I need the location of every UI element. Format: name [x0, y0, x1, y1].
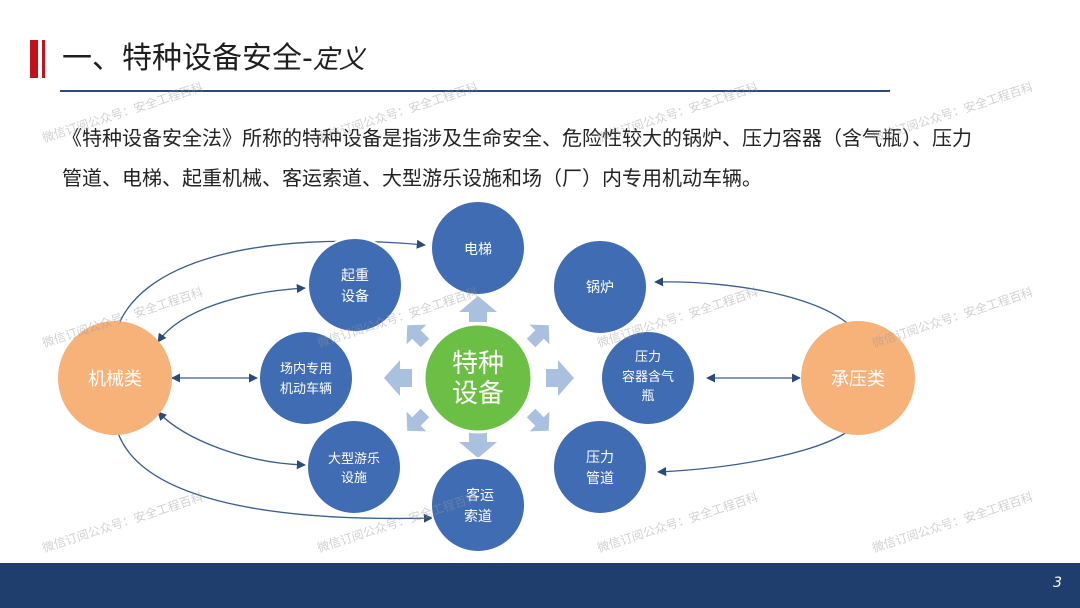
elevator-label: 电梯 [464, 242, 492, 258]
crane-label-2: 设备 [341, 288, 369, 305]
crane-node [307, 237, 403, 333]
ropeway-label-1: 客运 [466, 487, 494, 504]
definition-line-1: 《特种设备安全法》所称的特种设备是指涉及生命安全、危险性较大的锅炉、压力容器（含… [62, 126, 972, 150]
vessel-label-3: 瓶 [641, 389, 654, 404]
pipeline-node [552, 419, 648, 515]
radial-arrows [384, 296, 574, 458]
arrow-down [459, 430, 497, 458]
pipeline-label-2: 管道 [586, 471, 614, 487]
vessel-label-2: 容器含气 [622, 369, 674, 385]
link-mech-ropeway [112, 421, 433, 523]
ropeway-node [430, 457, 526, 553]
vessel-node [600, 330, 696, 426]
vehicle-label-1: 场内专用 [280, 361, 332, 377]
mechanical-label: 机械类 [88, 369, 142, 390]
pressure-node [801, 321, 915, 435]
vehicle-label-2: 机动车辆 [280, 381, 332, 397]
center-label-1: 特种 [452, 349, 504, 379]
ropeway-label-2: 索道 [464, 508, 492, 525]
pressure-label: 承压类 [831, 369, 885, 390]
page-title-main: 一、特种设备安全- [62, 41, 313, 76]
boiler-label: 锅炉 [586, 280, 614, 296]
vehicle-node [258, 330, 354, 426]
definition-line-2: 管道、电梯、起重机械、客运索道、大型游乐设施和场（厂）内专用机动车辆。 [62, 166, 762, 190]
pipeline-label-1: 压力 [586, 450, 614, 466]
title-divider [60, 90, 890, 92]
vessel-label-1: 压力 [635, 350, 661, 365]
mechanical-node [58, 321, 172, 435]
center-label-2: 设备 [452, 379, 504, 409]
arrow-up [459, 296, 497, 322]
definition-text: 《特种设备安全法》所称的特种设备是指涉及生命安全、危险性较大的锅炉、压力容器（含… [62, 118, 1012, 198]
page-number: 3 [1053, 575, 1062, 591]
amusement-node [306, 419, 402, 515]
page-title: 一、特种设备安全-定义 [62, 40, 365, 79]
arrow-right [546, 360, 574, 396]
center-node [422, 322, 534, 434]
amusement-label-1: 大型游乐 [328, 452, 380, 467]
link-pressure-pipeline [657, 419, 861, 477]
arrow-left [384, 360, 412, 396]
page-title-suffix: 定义 [312, 45, 365, 75]
boiler-node [552, 239, 648, 335]
title-accent-bar [30, 40, 38, 78]
amusement-label-2: 设施 [341, 471, 367, 486]
title-accent-bar-thin [42, 40, 45, 78]
elevator-node [430, 200, 526, 296]
crane-label-1: 起重 [341, 268, 369, 284]
footer-bar [0, 563, 1080, 608]
link-mech-crane [157, 283, 306, 343]
